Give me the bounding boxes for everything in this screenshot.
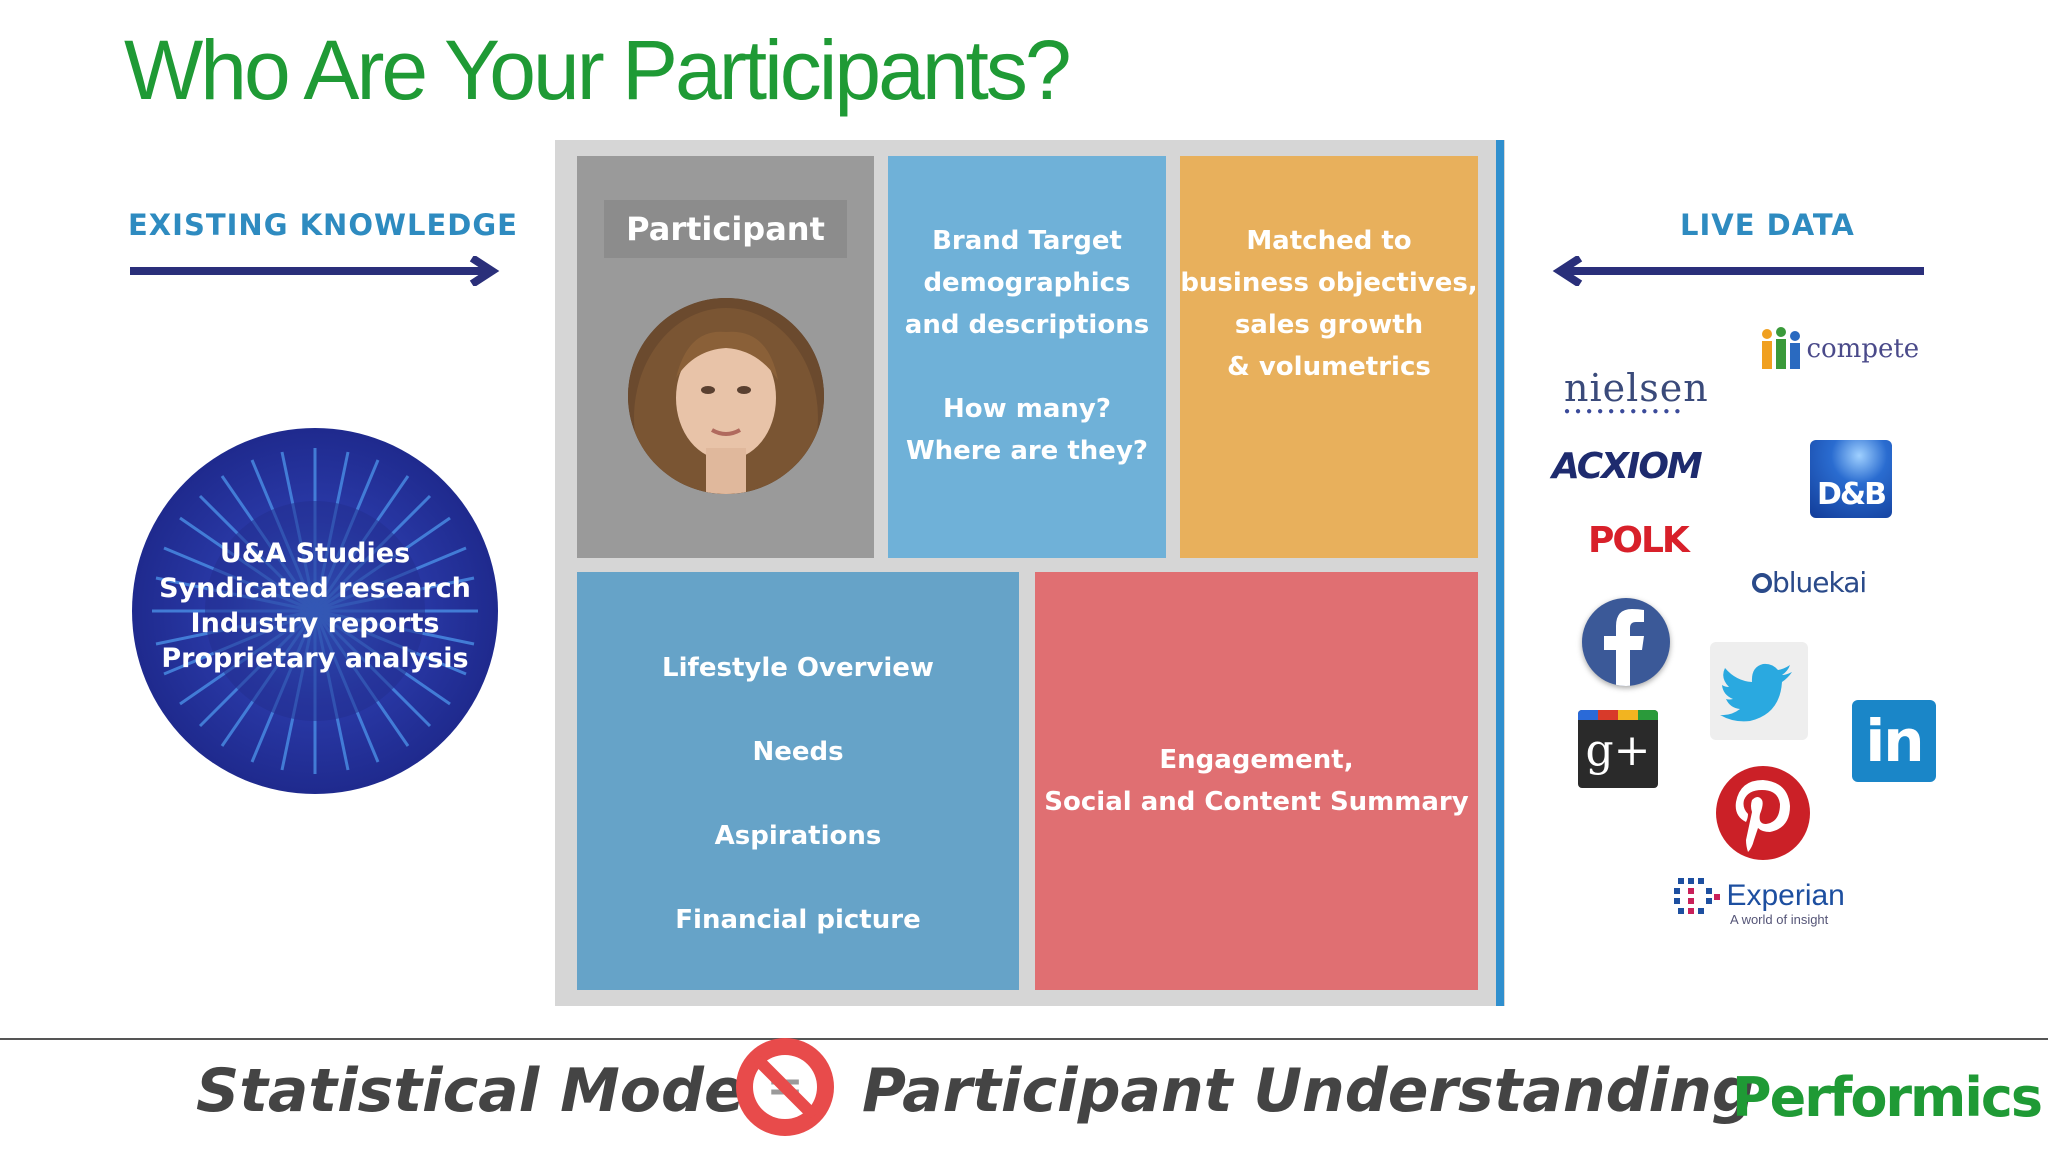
lifestyle-tile: Lifestyle Overview Needs Aspirations Fin… xyxy=(577,572,1019,990)
participant-understanding-text: Participant Understanding xyxy=(862,1056,1755,1126)
linkedin-logo: in xyxy=(1852,700,1936,782)
tile-text: business objectives, xyxy=(1180,268,1478,298)
participant-avatar xyxy=(627,298,824,494)
bottom-divider xyxy=(0,1038,2048,1040)
tile-text: and descriptions xyxy=(904,310,1150,340)
dnb-logo: D&B xyxy=(1810,440,1892,518)
knowledge-source: Syndicated research xyxy=(159,573,471,604)
tile-text: Social and Content Summary xyxy=(1044,787,1469,817)
tile-text: Brand Target xyxy=(932,226,1122,256)
starburst-graphic xyxy=(152,448,478,774)
knowledge-circle xyxy=(132,428,498,794)
participant-tile: Participant xyxy=(577,156,874,558)
existing-knowledge-header: EXISTING KNOWLEDGE xyxy=(128,208,518,242)
facebook-icon xyxy=(1582,598,1670,686)
tile-text: & volumetrics xyxy=(1227,352,1431,382)
bluekai-wordmark: bluekai xyxy=(1772,566,1867,599)
frame-edge xyxy=(1496,140,1504,1006)
tile-text: sales growth xyxy=(1234,310,1424,340)
acxiom-logo: ACXIOM xyxy=(1552,446,1703,487)
engagement-tile: Engagement, Social and Content Summary xyxy=(1035,572,1478,990)
google-plus-colorbar xyxy=(1578,710,1658,720)
experian-tagline: A world of insight xyxy=(1730,912,1829,927)
pinterest-icon xyxy=(1716,766,1810,860)
tile-text: Financial picture xyxy=(675,905,921,935)
tile-text: How many? xyxy=(943,394,1111,424)
left-arrow-icon xyxy=(1552,254,1924,288)
tile-text: Matched to xyxy=(1246,226,1412,256)
matched-objectives-tile: Matched to business objectives, sales gr… xyxy=(1180,156,1478,558)
tile-text: Aspirations xyxy=(714,821,882,851)
knowledge-source: Industry reports xyxy=(190,608,440,639)
knowledge-sources-list: U&A Studies Syndicated research Industry… xyxy=(132,536,498,676)
knowledge-source: U&A Studies xyxy=(219,538,411,569)
tile-text: Where are they? xyxy=(905,436,1148,466)
tile-text: Needs xyxy=(752,737,844,767)
performics-logo: Performics xyxy=(1732,1066,2043,1129)
nielsen-wordmark: nielsen xyxy=(1564,366,1709,410)
brand-target-tile: Brand Target demographics and descriptio… xyxy=(888,156,1166,558)
nielsen-dots: ●●●●●●●●●●● xyxy=(1564,406,1686,417)
live-data-header: LIVE DATA xyxy=(1680,208,1855,242)
participant-label: Participant xyxy=(604,200,847,258)
bluekai-logo: bluekai xyxy=(1752,566,1867,599)
linkedin-wordmark: in xyxy=(1865,707,1924,775)
google-plus-logo: g+ xyxy=(1578,710,1658,788)
twitter-icon xyxy=(1710,642,1808,740)
tile-text: demographics xyxy=(923,268,1131,298)
tile-text: Lifestyle Overview xyxy=(662,653,934,683)
statistical-models-text: Statistical Models xyxy=(196,1056,801,1126)
dnb-wordmark: D&B xyxy=(1817,477,1887,512)
experian-dots-icon xyxy=(1674,878,1720,914)
knowledge-source: Proprietary analysis xyxy=(161,643,469,674)
compete-logo: compete xyxy=(1760,326,1919,372)
compete-wordmark: compete xyxy=(1806,334,1920,364)
right-arrow-icon xyxy=(130,254,500,288)
not-equal-icon: = xyxy=(736,1038,834,1136)
google-plus-wordmark: g+ xyxy=(1585,725,1651,776)
experian-logo: Experian A world of insight xyxy=(1672,876,1845,927)
nielsen-logo: nielsen ●●●●●●●●●●● xyxy=(1564,366,1709,417)
tile-spacer xyxy=(905,346,1149,388)
experian-wordmark: Experian xyxy=(1726,879,1845,912)
bluekai-o-icon xyxy=(1752,572,1772,593)
tile-text: Engagement, xyxy=(1159,745,1354,775)
polk-logo: POLK xyxy=(1588,520,1690,561)
compete-people-icon xyxy=(1762,327,1800,369)
slide-title: Who Are Your Participants? xyxy=(124,23,1072,117)
